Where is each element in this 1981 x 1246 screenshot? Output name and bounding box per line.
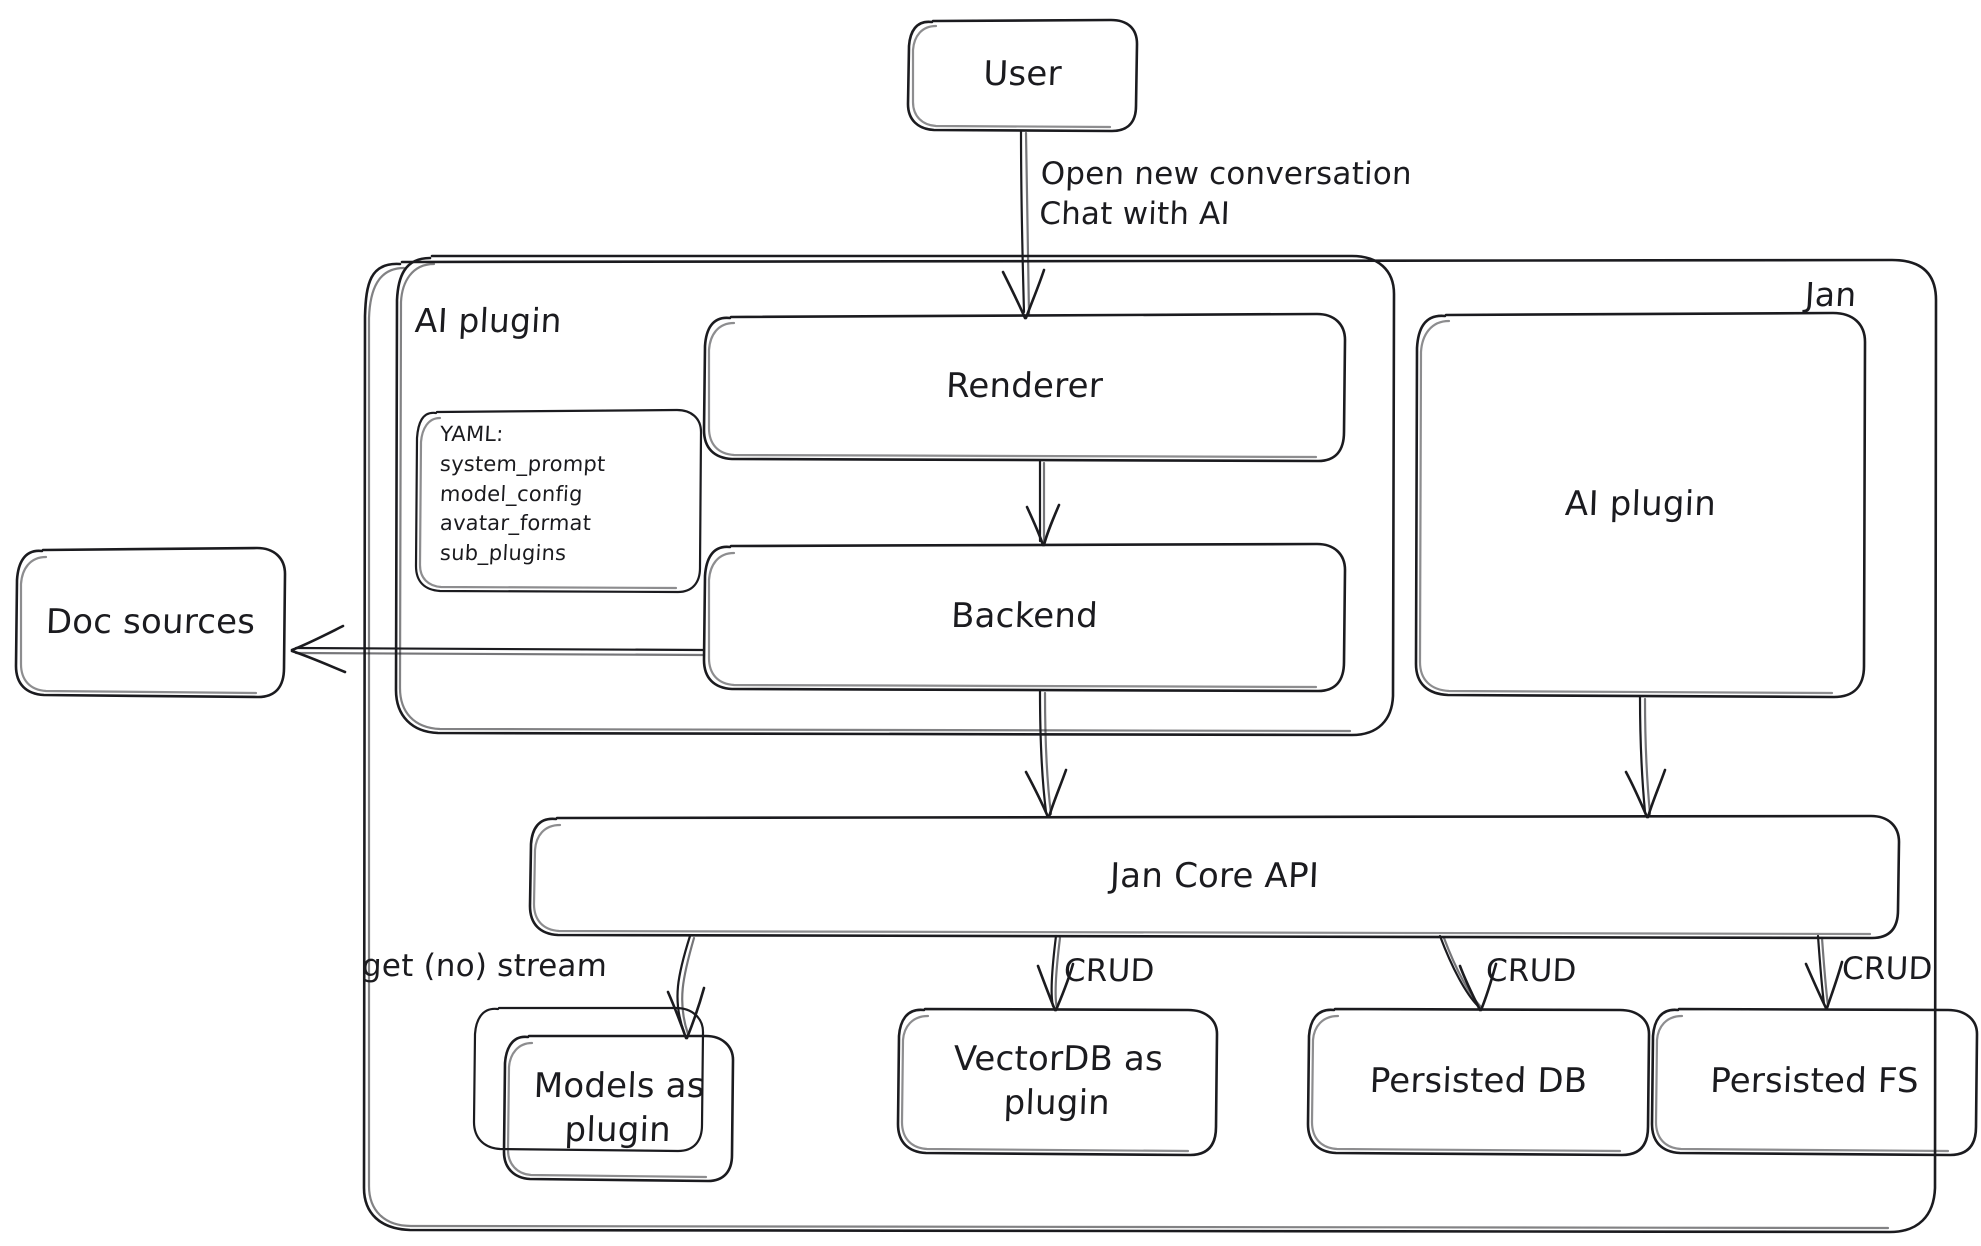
node-label-vectordb-as-plugin[interactable]: VectorDB as plugin	[952, 1039, 1164, 1123]
edge-jan-core-api-to-persisted-db	[1438, 934, 1498, 1012]
edge-user-to-renderer	[1001, 129, 1046, 320]
node-backend-shape	[702, 542, 1347, 693]
node-doc-sources-shape	[14, 546, 287, 699]
yaml-entry-system-prompt: system_prompt	[439, 451, 607, 476]
node-vectordb-as-plugin-shape	[896, 1007, 1219, 1157]
edge-renderer-to-backend	[1025, 459, 1061, 547]
node-label-doc-sources[interactable]: Doc sources	[45, 601, 256, 642]
node-label-ai-plugin[interactable]: AI plugin	[1564, 484, 1717, 525]
container-label-ai-plugin-group: AI plugin	[414, 301, 563, 340]
node-label-renderer[interactable]: Renderer	[945, 365, 1104, 406]
node-renderer-shape	[702, 312, 1347, 463]
edge-label-user-to-renderer: Open new conversation Chat with AI	[1038, 156, 1413, 232]
yaml-entry-avatar-format: avatar_format	[439, 511, 592, 536]
node-persisted-db-shape	[1306, 1007, 1651, 1157]
edge-jan-core-api-to-vectordb	[1036, 934, 1075, 1012]
yaml-heading: YAML:	[439, 422, 505, 446]
node-label-persisted-fs[interactable]: Persisted FS	[1709, 1061, 1920, 1102]
edge-backend-to-jan-core-api	[1024, 689, 1068, 819]
yaml-card: YAML: system_prompt model_config avatar_…	[439, 420, 690, 569]
edge-label-get-no-stream: get (no) stream	[361, 948, 608, 984]
edge-label-crud-vectordb: CRUD	[1063, 953, 1156, 989]
edge-label-crud-persisted-fs: CRUD	[1841, 951, 1934, 987]
node-label-models-as-plugin[interactable]: Models as plugin	[533, 1065, 706, 1150]
node-label-persisted-db[interactable]: Persisted DB	[1369, 1061, 1589, 1102]
container-jan-shape	[362, 258, 1938, 1234]
node-user-shape	[906, 18, 1139, 133]
node-label-backend[interactable]: Backend	[950, 595, 1099, 636]
container-ai-plugin-group-shape	[394, 254, 1396, 737]
node-jan-core-api-shape	[528, 814, 1901, 940]
yaml-entry-model-config: model_config	[439, 481, 584, 506]
container-label-jan: Jan	[1804, 275, 1858, 314]
edge-jan-core-api-to-persisted-fs	[1804, 934, 1844, 1010]
node-ai-plugin-shape	[1414, 311, 1867, 699]
node-yaml-card-shape	[414, 408, 703, 594]
node-models-as-plugin-shape	[502, 1034, 735, 1183]
yaml-entry-sub-plugins: sub_plugins	[439, 541, 567, 566]
node-label-user[interactable]: User	[982, 54, 1063, 95]
edge-backend-to-doc-sources	[290, 624, 706, 674]
edge-label-crud-persisted-db: CRUD	[1485, 953, 1578, 989]
node-label-jan-core-api[interactable]: Jan Core API	[1109, 856, 1320, 897]
edge-ai-plugin-to-jan-core-api	[1624, 695, 1667, 819]
node-models-as-plugin-back-shape	[472, 1006, 705, 1153]
edge-jan-core-api-to-models	[666, 934, 706, 1040]
node-persisted-fs-shape	[1650, 1007, 1979, 1157]
